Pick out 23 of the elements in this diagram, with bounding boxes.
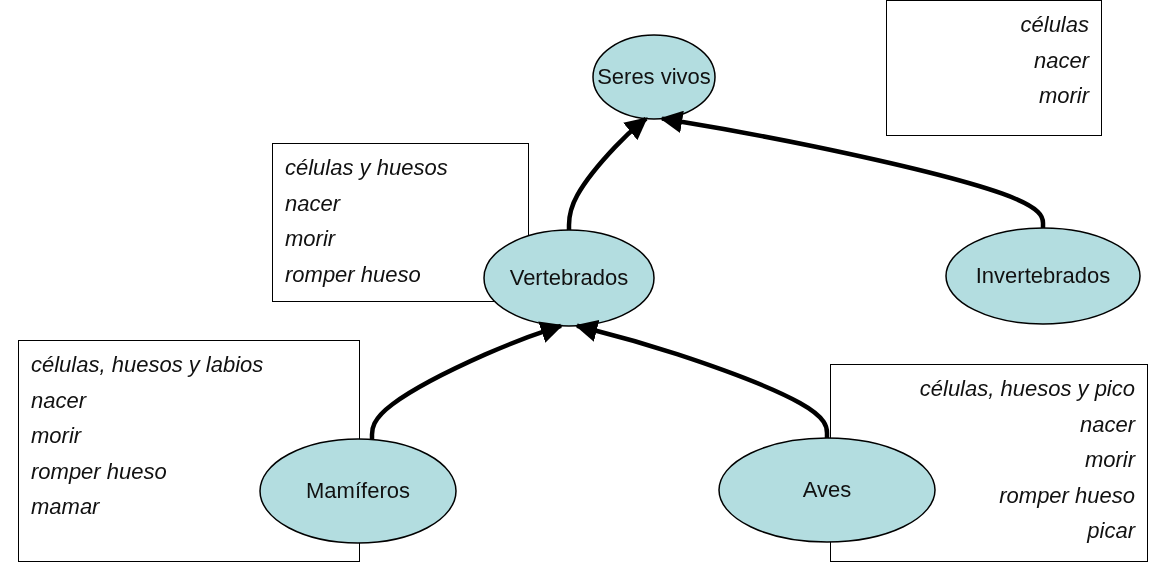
property-text: nacer	[1078, 410, 1135, 439]
property-text: romper hueso	[31, 457, 168, 486]
property-text: células, huesos y pico	[918, 375, 1135, 403]
arrow	[566, 116, 648, 230]
property-text: morir	[31, 422, 83, 450]
node-label: Mamíferos	[305, 478, 411, 504]
node-label: Aves	[801, 477, 853, 503]
property-text: células, huesos y labios	[31, 351, 265, 379]
node-label: Seres vivos	[596, 64, 712, 90]
property-text: picar	[1085, 517, 1135, 545]
property-text: morir	[1083, 446, 1135, 474]
property-text: células y huesos	[285, 154, 449, 182]
property-box	[886, 0, 1102, 136]
property-text: morir	[1037, 82, 1089, 110]
node-label: Vertebrados	[508, 265, 630, 291]
node-label: Invertebrados	[974, 263, 1112, 289]
property-text: morir	[285, 225, 337, 253]
arrow	[369, 321, 564, 440]
arrow	[574, 319, 830, 438]
property-text: células	[1019, 11, 1089, 39]
property-text: nacer	[31, 386, 88, 415]
property-text: nacer	[285, 189, 342, 218]
property-text: nacer	[1032, 46, 1089, 75]
